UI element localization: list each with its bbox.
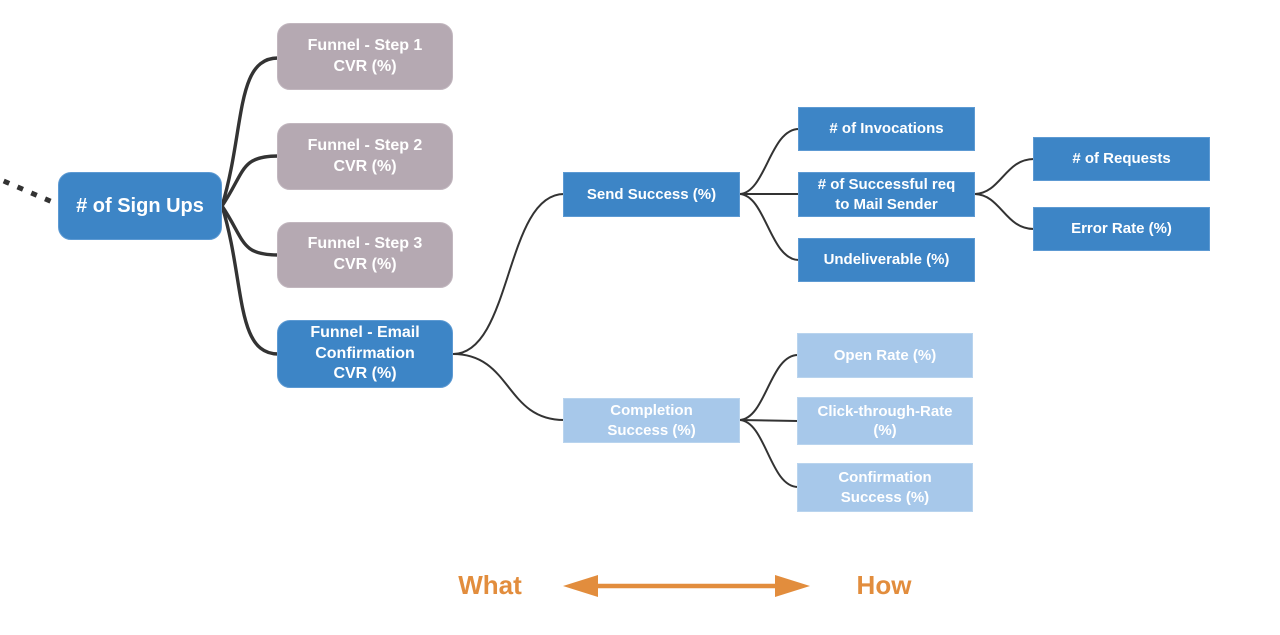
node-send-success[interactable]: Send Success (%) xyxy=(563,172,740,217)
how-label: How xyxy=(856,570,912,600)
connector xyxy=(974,193,1035,230)
node-funnel-email-confirmation[interactable]: Funnel - Email Confirmation CVR (%) xyxy=(277,320,453,388)
node-open-rate[interactable]: Open Rate (%) xyxy=(797,333,973,378)
node-click-through-rate[interactable]: Click-through-Rate (%) xyxy=(797,397,973,445)
connector xyxy=(220,204,280,257)
node-funnel-step-1[interactable]: Funnel - Step 1 CVR (%) xyxy=(277,23,453,90)
what-how-arrow xyxy=(563,575,810,597)
node-completion-success[interactable]: Completion Success (%) xyxy=(563,398,740,443)
continuation-dotted-line xyxy=(2,178,61,208)
node-funnel-step-2[interactable]: Funnel - Step 2 CVR (%) xyxy=(277,123,453,190)
connector xyxy=(452,193,565,355)
connector xyxy=(220,154,280,208)
connector xyxy=(739,419,799,422)
connector xyxy=(974,158,1035,195)
node-successful-req[interactable]: # of Successful req to Mail Sender xyxy=(798,172,975,217)
connector xyxy=(739,354,799,421)
connector xyxy=(220,204,280,356)
what-label: What xyxy=(458,570,522,600)
node-error-rate[interactable]: Error Rate (%) xyxy=(1033,207,1210,251)
node-requests[interactable]: # of Requests xyxy=(1033,137,1210,181)
node-confirmation-success[interactable]: Confirmation Success (%) xyxy=(797,463,973,512)
node-undeliverable[interactable]: Undeliverable (%) xyxy=(798,238,975,282)
connector xyxy=(739,128,800,195)
connector xyxy=(739,419,799,488)
node-invocations[interactable]: # of Invocations xyxy=(798,107,975,151)
node-funnel-step-3[interactable]: Funnel - Step 3 CVR (%) xyxy=(277,222,453,288)
connector xyxy=(452,353,565,421)
connector xyxy=(739,193,800,261)
connector xyxy=(220,56,280,208)
node-sign-ups[interactable]: # of Sign Ups xyxy=(58,172,222,240)
